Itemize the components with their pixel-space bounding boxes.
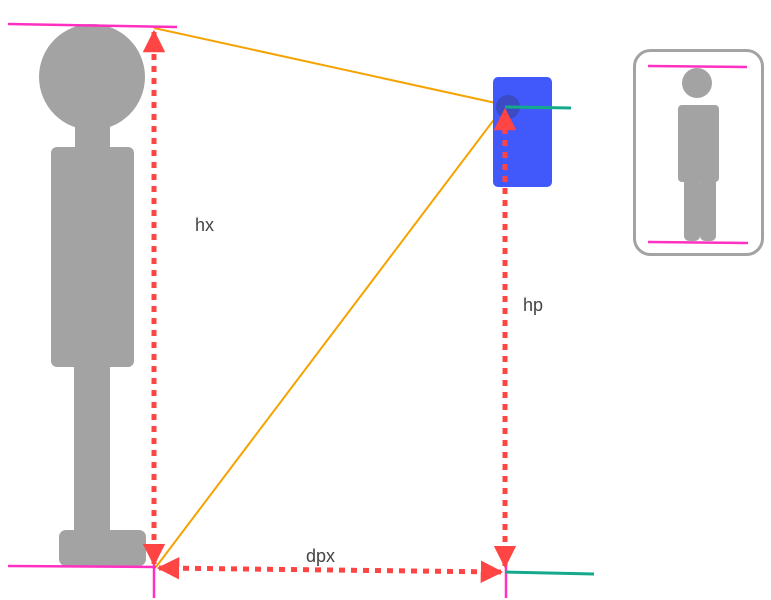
camera-horizon-line [504,105,572,110]
camera-device [493,77,552,187]
camera-preview [633,49,764,256]
ground-reference-line [7,564,157,569]
person-leg [74,362,110,534]
hp-label: hp [523,295,543,315]
person-figure [39,24,146,566]
person-neck [75,120,110,152]
dpx-label: dpx [306,546,335,566]
hx-label: hx [195,215,214,235]
top-reference-line [7,22,178,29]
bottom-sightline [155,104,506,568]
ground-horizon-line [504,570,595,576]
preview-person-icon [678,68,719,241]
person-body [51,147,134,367]
top-sightline [153,27,506,106]
person-foot [59,530,146,566]
preview-bottom-line [647,240,749,245]
person-head [39,24,145,130]
preview-top-line [647,64,748,69]
dpx-arrow [156,556,504,584]
